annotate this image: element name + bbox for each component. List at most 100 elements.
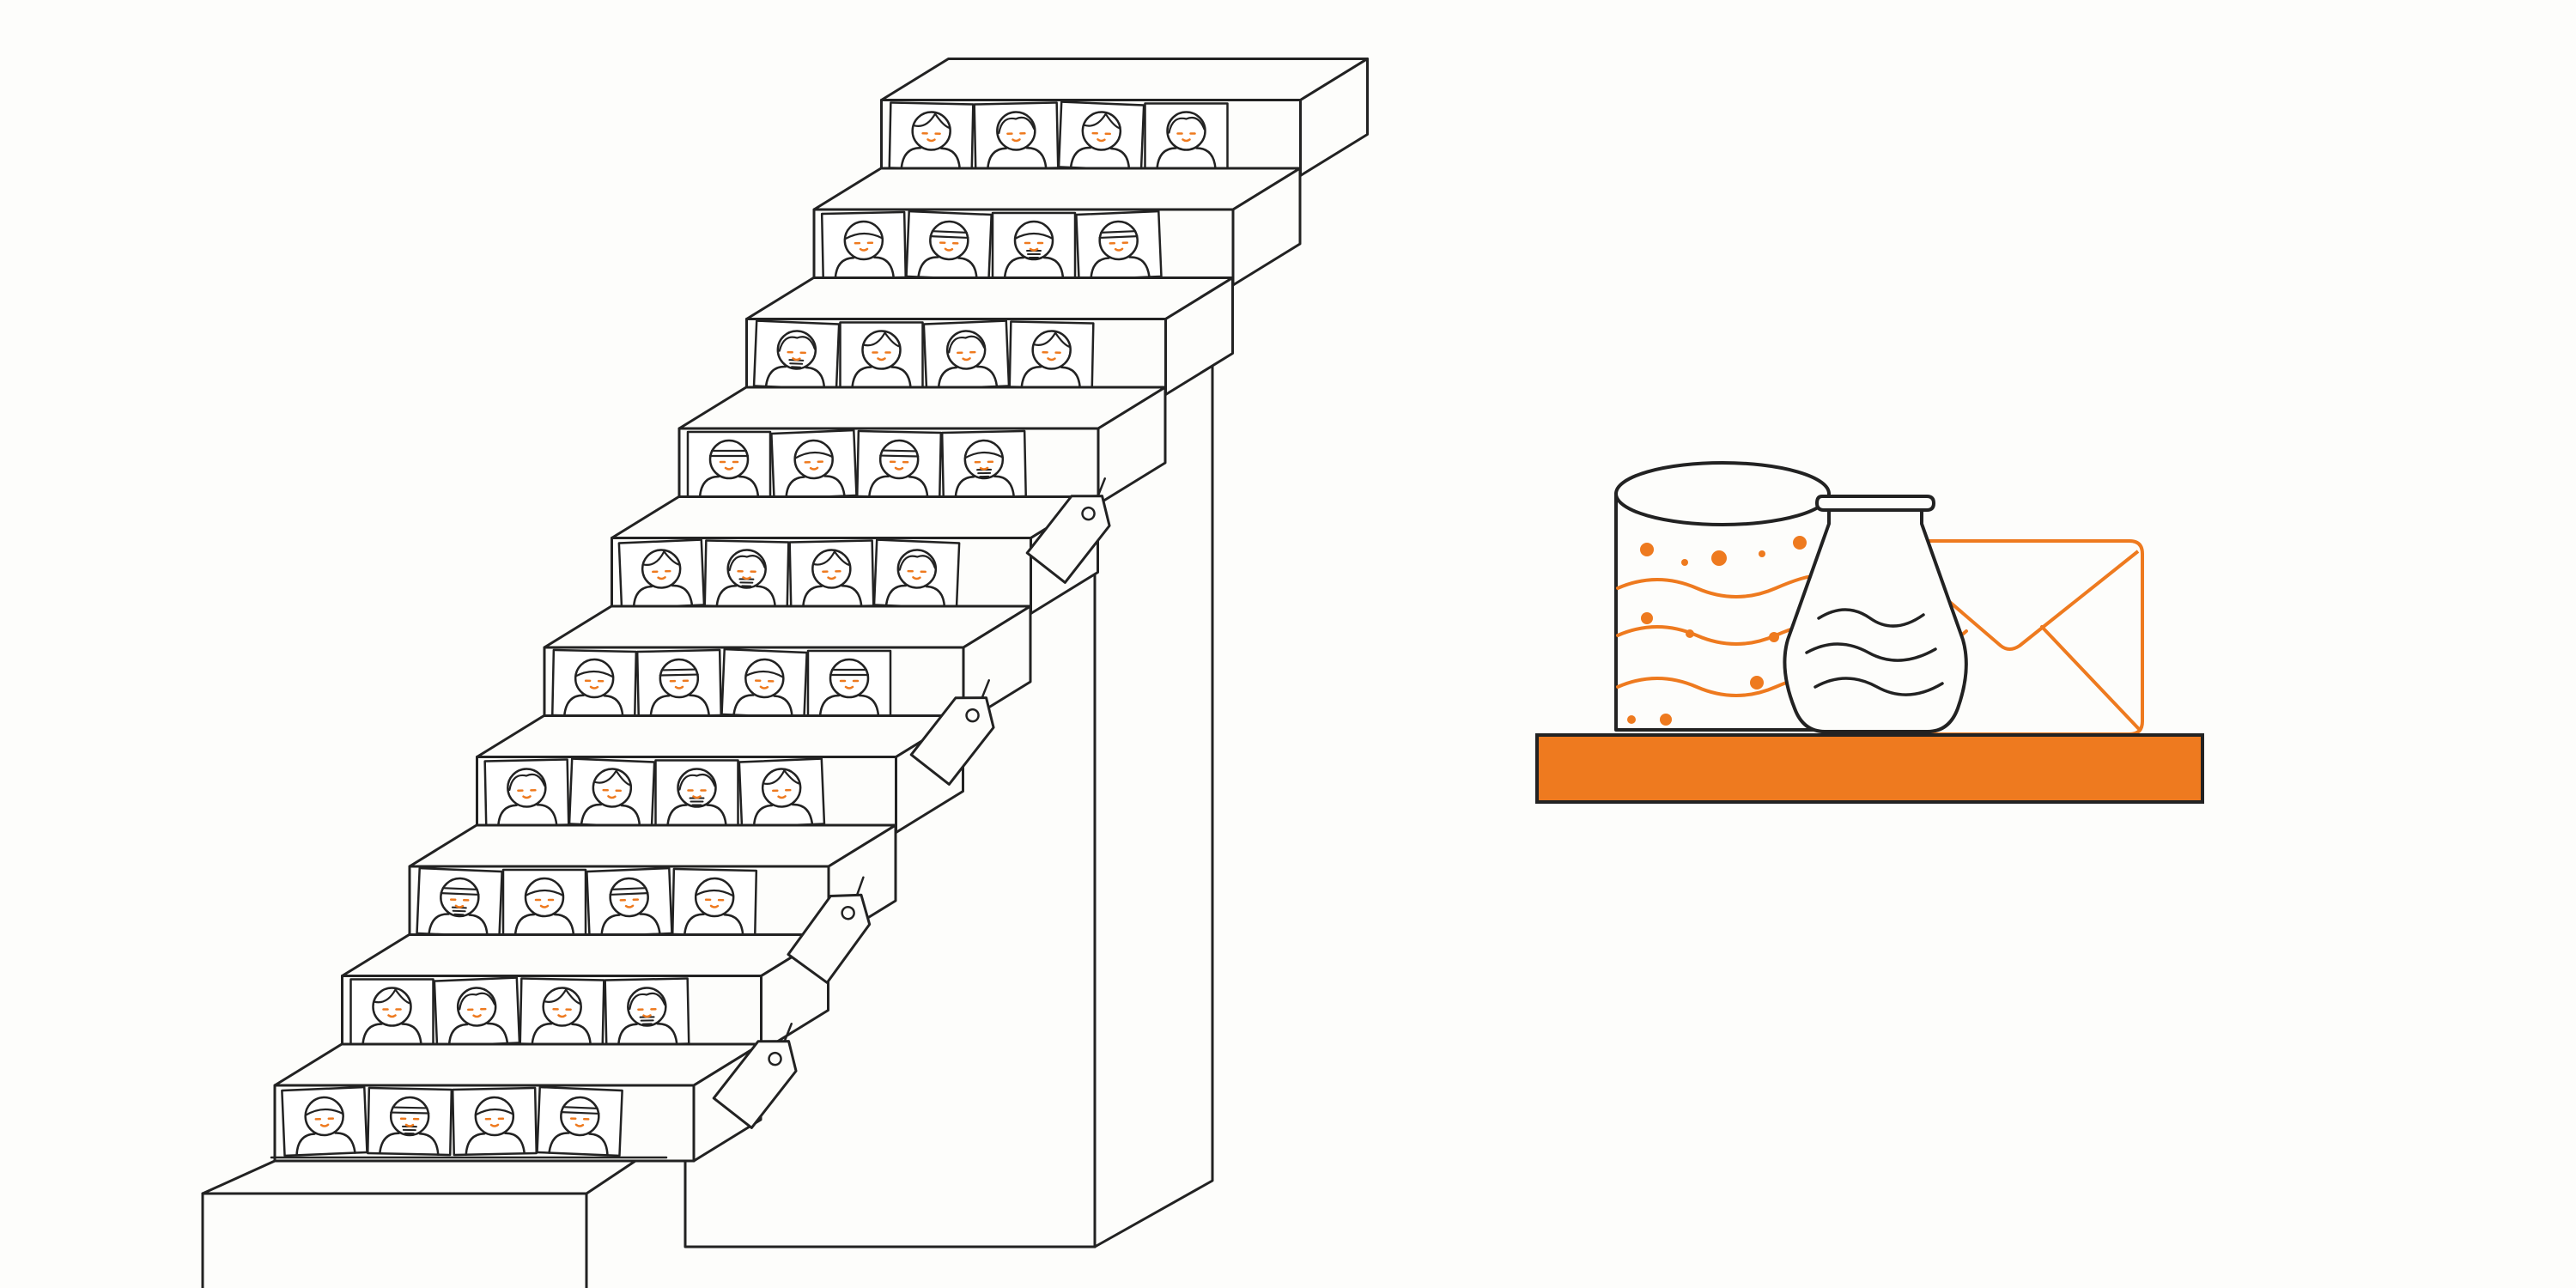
portrait-card — [806, 649, 892, 718]
person-shoulders — [531, 1022, 592, 1047]
person-mouth — [387, 1014, 397, 1018]
person-mouth — [1012, 138, 1021, 143]
person-mouth — [674, 685, 684, 690]
step-tread — [408, 823, 897, 868]
person-head — [929, 220, 969, 261]
person-hair — [728, 555, 766, 572]
person-head — [776, 330, 817, 370]
person-hair — [593, 769, 632, 787]
person-shoulders — [548, 1132, 609, 1157]
portrait-card — [940, 429, 1027, 500]
price-tag-body — [712, 1040, 798, 1129]
person-shoulders — [802, 584, 863, 609]
step-tread — [611, 495, 1099, 539]
database-dot — [1769, 632, 1779, 642]
price-tag-hole — [768, 1051, 782, 1066]
person-shoulders — [361, 1023, 422, 1046]
step-tread — [273, 1042, 762, 1087]
portrait-card — [905, 210, 993, 282]
portrait-card — [451, 1086, 538, 1157]
price-tag-body — [787, 893, 872, 984]
person-head — [878, 439, 920, 480]
price-tag-hole — [841, 905, 855, 920]
person-mouth — [472, 1014, 482, 1018]
person-hair — [373, 988, 411, 1005]
landing-block-top — [201, 1192, 588, 1288]
person-mouth — [809, 466, 819, 471]
landing-block-tread — [201, 1159, 637, 1195]
person-head — [1166, 111, 1206, 151]
person-head — [304, 1096, 344, 1137]
person-mouth — [404, 1123, 415, 1127]
person-head — [1031, 330, 1072, 370]
person-head — [829, 658, 870, 699]
stair-support-base — [683, 1147, 1097, 1249]
person-hair — [862, 331, 901, 348]
person-mouth — [522, 795, 532, 799]
person-shoulders — [649, 694, 710, 718]
portrait-card — [820, 210, 907, 281]
person-mouth — [539, 904, 550, 908]
portrait-card — [281, 1085, 368, 1157]
person-shoulders — [752, 803, 814, 829]
person-shoulders — [1020, 365, 1081, 390]
person-shoulders — [580, 803, 641, 829]
database-dot — [1686, 629, 1694, 638]
person-shoulders — [851, 366, 912, 389]
person-head — [659, 658, 700, 699]
person-hair — [829, 668, 870, 677]
person-mouth — [1097, 138, 1106, 143]
person-shoulders — [513, 913, 575, 937]
person-hair — [508, 773, 546, 792]
person-mouth — [859, 247, 869, 252]
database-dot — [1640, 543, 1654, 556]
database-dot — [1641, 612, 1653, 624]
stair-step — [539, 605, 1032, 725]
person-head — [843, 220, 884, 261]
person-shoulders — [447, 1022, 509, 1048]
person-hair — [948, 335, 986, 354]
portrait-card — [604, 977, 690, 1047]
portrait-card — [349, 978, 434, 1046]
person-head — [507, 768, 547, 808]
portrait-card — [568, 757, 656, 829]
staircase — [201, 58, 1369, 1288]
portrait-card — [551, 648, 638, 719]
portrait-card — [839, 321, 924, 389]
person-mouth — [777, 795, 787, 799]
person-mouth — [642, 1014, 652, 1018]
portrait-card — [483, 758, 570, 828]
person-shoulders — [698, 475, 760, 499]
price-tag — [787, 876, 872, 984]
person-shoulders — [1069, 146, 1131, 172]
person-mouth — [1047, 357, 1056, 361]
person-shoulders — [1156, 147, 1217, 170]
person-head — [574, 658, 615, 699]
portrait-card — [973, 101, 1060, 171]
price-tag-hole — [965, 708, 980, 723]
database-dot — [1759, 550, 1765, 557]
step-tread — [476, 714, 964, 758]
person-shoulders — [563, 694, 624, 718]
flask-liquid-wave — [1817, 608, 1925, 628]
person-hair — [793, 451, 834, 460]
person-shoulders — [715, 584, 776, 609]
database-top — [1614, 461, 1831, 526]
person-hair — [641, 550, 681, 566]
database-dot — [1627, 715, 1636, 724]
person-head — [456, 987, 497, 1027]
person-shoulders — [764, 365, 826, 391]
person-head — [542, 987, 582, 1027]
person-hair — [963, 451, 1004, 459]
person-mouth — [574, 1123, 585, 1127]
person-head — [560, 1096, 600, 1137]
person-mouth — [742, 576, 751, 580]
price-tags — [712, 477, 1111, 1129]
person-hair — [543, 988, 581, 1005]
person-shoulders — [379, 1132, 440, 1156]
person-hair — [708, 449, 750, 458]
person-shoulders — [917, 256, 978, 281]
step-tread — [880, 58, 1369, 101]
person-mouth — [962, 357, 971, 361]
